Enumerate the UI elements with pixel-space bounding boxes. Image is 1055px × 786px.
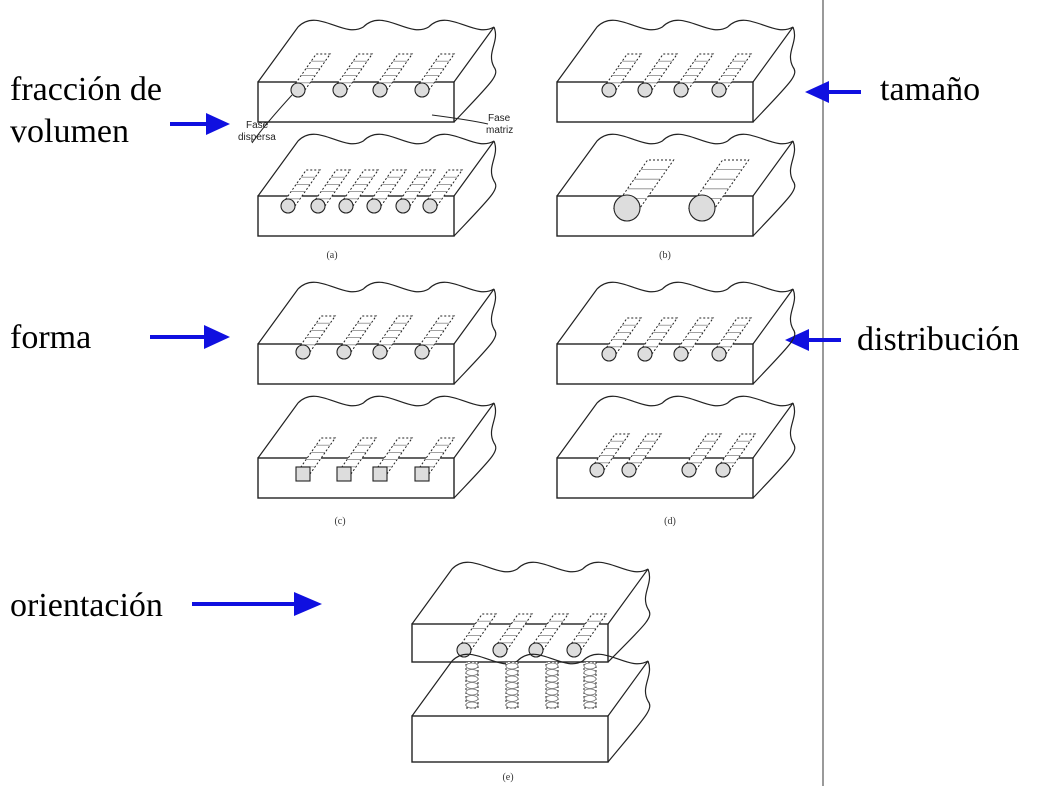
fiber (688, 159, 750, 222)
block-e-bottom (411, 653, 651, 763)
block-d-top (556, 281, 796, 385)
fiber (295, 315, 337, 360)
fiber (673, 317, 715, 362)
caption-d: (d) (664, 516, 676, 527)
fiber-vertical (465, 661, 479, 709)
fiber (372, 53, 414, 98)
dispersed-phase-pointer (251, 94, 293, 144)
fiber (414, 315, 456, 360)
vertical-divider (822, 0, 824, 786)
fiber (492, 613, 534, 658)
dispersed-phase-label-line1: Fase (246, 120, 269, 131)
arrow-left-icon (785, 329, 841, 351)
block-a-top (257, 19, 497, 123)
fiber (295, 437, 337, 482)
matrix-phase-pointer (431, 114, 489, 125)
fiber-vertical (505, 661, 519, 709)
fiber (613, 159, 675, 222)
block-e-top (411, 561, 651, 663)
fiber (673, 53, 715, 98)
dispersed-phase-label-line2: dispersa (238, 132, 276, 143)
block-b-bottom (556, 133, 796, 237)
block-c-bottom (257, 395, 497, 499)
caption-b: (b) (659, 250, 671, 261)
label-size: tamaño (880, 71, 981, 108)
fiber (332, 53, 374, 98)
block-d-bottom (556, 395, 796, 499)
fiber-vertical (583, 661, 597, 709)
arrow-left-icon (805, 81, 861, 103)
fiber (280, 169, 322, 214)
label-shape: forma (10, 319, 92, 356)
fiber (422, 169, 464, 214)
fiber (366, 169, 408, 214)
fiber (566, 613, 608, 658)
label-volume-fraction-line1: fracción de (10, 71, 162, 108)
fiber (414, 53, 456, 98)
fiber (711, 317, 753, 362)
block-c-top (257, 281, 497, 385)
label-volume-fraction-line2: volumen (10, 113, 129, 150)
fiber (414, 437, 456, 482)
fiber (715, 433, 757, 478)
fiber (372, 315, 414, 360)
block-b-top (556, 19, 796, 123)
fiber (681, 433, 723, 478)
arrow-right-icon (170, 113, 230, 135)
matrix-phase-label-line1: Fase (488, 113, 511, 124)
fiber (310, 169, 352, 214)
caption-e: (e) (502, 772, 513, 783)
fiber (621, 433, 663, 478)
fiber (589, 433, 631, 478)
fiber (711, 53, 753, 98)
label-distribution: distribución (857, 321, 1020, 358)
arrow-right-icon (192, 592, 322, 616)
label-orientation: orientación (10, 587, 163, 624)
fiber (456, 613, 498, 658)
fiber (601, 317, 643, 362)
fiber (637, 53, 679, 98)
fiber (528, 613, 570, 658)
fiber (336, 437, 378, 482)
fiber (336, 315, 378, 360)
matrix-phase-label-line2: matriz (486, 125, 513, 136)
fiber (338, 169, 380, 214)
fiber (372, 437, 414, 482)
fiber (601, 53, 643, 98)
fiber (290, 53, 332, 98)
block-a-bottom (257, 133, 497, 237)
arrow-right-icon (150, 325, 230, 349)
fiber (395, 169, 437, 214)
fiber (637, 317, 679, 362)
caption-c: (c) (334, 516, 345, 527)
caption-a: (a) (326, 250, 337, 261)
fiber-vertical (545, 661, 559, 709)
